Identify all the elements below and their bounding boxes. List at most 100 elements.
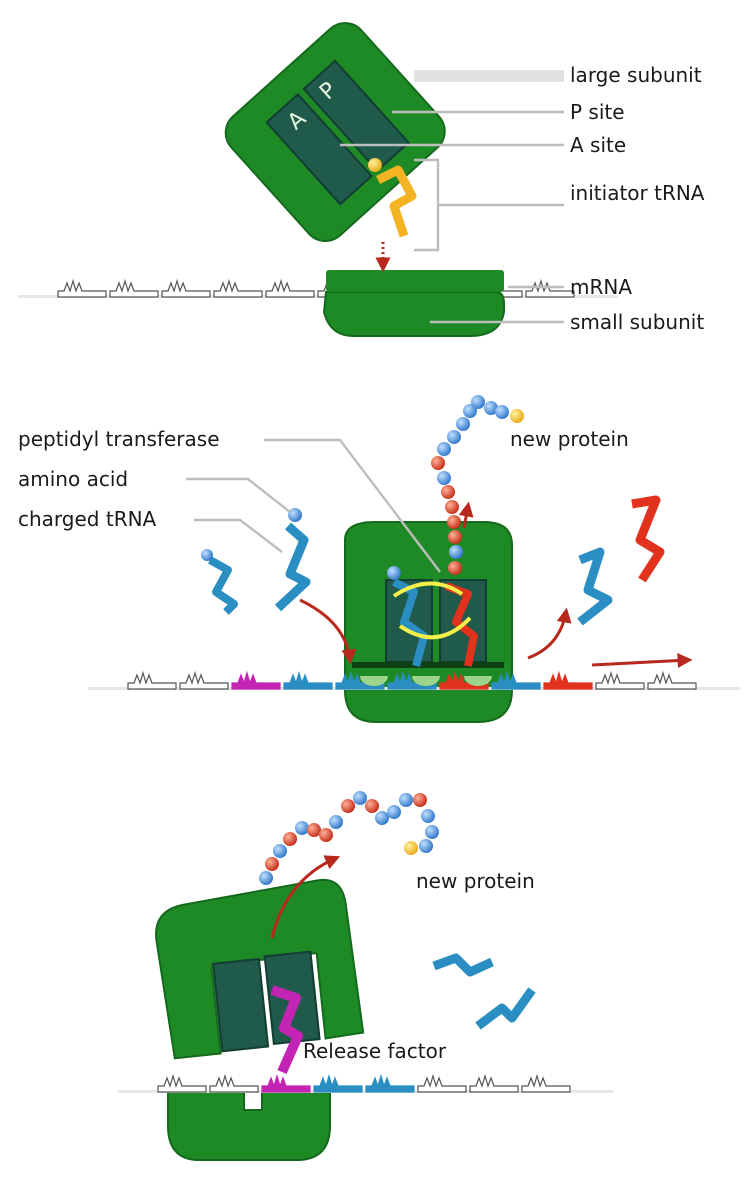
codon bbox=[157, 1073, 207, 1093]
anticodon bbox=[360, 676, 388, 686]
large-subunit-3 bbox=[155, 878, 365, 1060]
free-trna-1 bbox=[432, 953, 494, 977]
exit-arrow bbox=[527, 607, 572, 660]
charged-trna-leader bbox=[194, 518, 283, 553]
label-large-subunit: large subunit bbox=[570, 63, 702, 87]
amino-acid-leader bbox=[186, 477, 291, 513]
protein-bead bbox=[431, 456, 445, 470]
p-site-slot-1 bbox=[302, 59, 411, 173]
initiator-trna-bracket bbox=[414, 158, 564, 252]
protein-bead bbox=[295, 821, 309, 835]
anticodon bbox=[464, 676, 492, 686]
protein-bead bbox=[329, 815, 343, 829]
codon bbox=[127, 670, 177, 690]
protein-bead bbox=[449, 545, 463, 559]
label-small-subunit: small subunit bbox=[570, 310, 704, 334]
protein-bead bbox=[437, 442, 451, 456]
panel-termination: new protein Release factor bbox=[118, 791, 614, 1161]
protein-bead bbox=[447, 430, 461, 444]
protein-bead bbox=[283, 832, 297, 846]
incoming-trna-arrow bbox=[299, 598, 357, 665]
protein-bead bbox=[463, 404, 477, 418]
exiting-trna-red bbox=[631, 495, 665, 583]
initiator-amino-acid bbox=[368, 158, 382, 172]
protein-bead bbox=[387, 805, 401, 819]
codon bbox=[57, 278, 107, 298]
protein-bead bbox=[441, 485, 455, 499]
mrna-strand-3 bbox=[118, 1073, 614, 1093]
codon bbox=[261, 1073, 311, 1093]
protein-bead bbox=[353, 791, 367, 805]
large-subunit-1 bbox=[224, 22, 446, 242]
protein-bead bbox=[413, 793, 427, 807]
protein-bead bbox=[448, 530, 462, 544]
protein-bead bbox=[404, 841, 418, 855]
mrna-direction-arrow bbox=[591, 653, 693, 669]
p-site-amino-acid bbox=[387, 566, 401, 580]
small-subunit-1 bbox=[322, 291, 505, 337]
panel-initiation: A P large subunit P site A site initiato… bbox=[18, 22, 705, 337]
protein-bead bbox=[437, 471, 451, 485]
subunit-gap-2 bbox=[352, 662, 504, 668]
codon bbox=[109, 278, 159, 298]
codon bbox=[647, 670, 697, 690]
label-a-site: A site bbox=[570, 133, 626, 157]
protein-bead bbox=[273, 844, 287, 858]
label-charged-trna: charged tRNA bbox=[18, 507, 157, 531]
codon bbox=[161, 278, 211, 298]
label-mrna: mRNA bbox=[570, 275, 632, 299]
chain-exit-arrow bbox=[458, 501, 474, 529]
label-amino-acid: amino acid bbox=[18, 467, 128, 491]
protein-bead bbox=[448, 561, 462, 575]
codon bbox=[417, 1073, 467, 1093]
label-new-protein-2: new protein bbox=[510, 427, 629, 451]
label-initiator-trna: initiator tRNA bbox=[570, 181, 705, 205]
protein-bead bbox=[421, 809, 435, 823]
mrna-strand-1 bbox=[18, 278, 618, 298]
protein-chain-3 bbox=[259, 791, 439, 885]
amino-acid-small bbox=[201, 549, 213, 561]
release-factor bbox=[270, 985, 303, 1075]
peptidyl-transfer-arrow-1 bbox=[392, 581, 464, 598]
codon bbox=[525, 278, 575, 298]
protein-bead bbox=[375, 811, 389, 825]
codon bbox=[491, 670, 541, 690]
label-p-site: P site bbox=[570, 100, 625, 124]
small-subunit-top-1 bbox=[326, 270, 504, 292]
codon bbox=[209, 1073, 259, 1093]
protein-bead bbox=[456, 417, 470, 431]
charged-trna-left-small bbox=[208, 556, 238, 615]
protein-bead bbox=[399, 793, 413, 807]
protein-chain-2 bbox=[431, 395, 524, 575]
codon bbox=[595, 670, 645, 690]
protein-bead bbox=[265, 857, 279, 871]
codon bbox=[365, 1073, 415, 1093]
anticodon bbox=[412, 676, 440, 686]
protein-bead bbox=[419, 839, 433, 853]
protein-bead bbox=[471, 395, 485, 409]
protein-bead bbox=[341, 799, 355, 813]
codon bbox=[213, 278, 263, 298]
mrna-strand-2 bbox=[88, 670, 740, 690]
amino-acid bbox=[288, 508, 302, 522]
free-trna-2 bbox=[475, 987, 536, 1030]
protein-bead bbox=[365, 799, 379, 813]
codon bbox=[521, 1073, 571, 1093]
codon bbox=[179, 670, 229, 690]
release-arrow bbox=[270, 855, 341, 939]
large-subunit-leader bbox=[414, 70, 564, 82]
codon bbox=[469, 1073, 519, 1093]
panel-elongation: peptidyl transferase amino acid charged … bbox=[18, 395, 740, 723]
codon bbox=[283, 670, 333, 690]
codon bbox=[313, 1073, 363, 1093]
protein-bead bbox=[425, 825, 439, 839]
codon bbox=[543, 670, 593, 690]
protein-bead bbox=[484, 401, 498, 415]
small-subunit-3 bbox=[167, 1091, 331, 1161]
protein-bead bbox=[319, 828, 333, 842]
codon bbox=[265, 278, 315, 298]
codon bbox=[231, 670, 281, 690]
label-new-protein-3: new protein bbox=[416, 869, 535, 893]
p-site-slot-3 bbox=[212, 957, 270, 1053]
